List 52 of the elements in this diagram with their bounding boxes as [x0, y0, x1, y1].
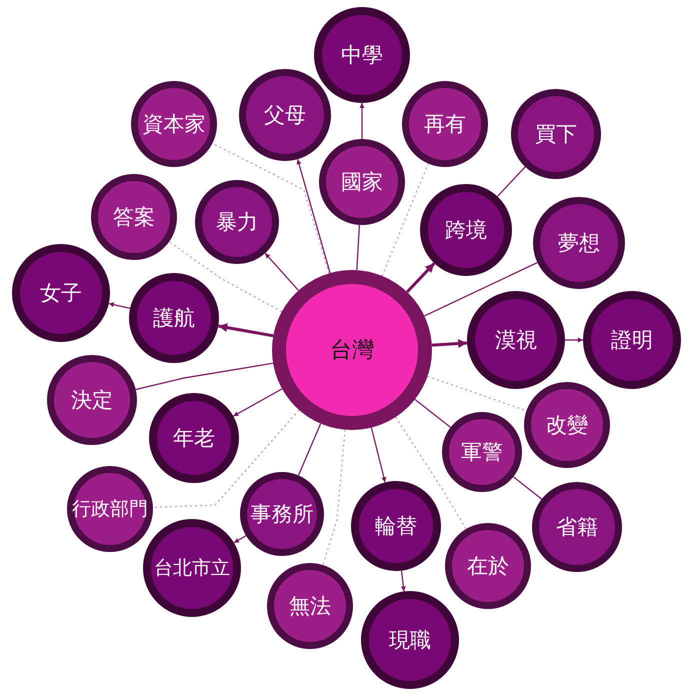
node-label: 台北市立 — [154, 556, 230, 581]
connector-line — [395, 416, 466, 530]
node-label: 輪替 — [375, 513, 417, 540]
connector-line — [136, 362, 274, 390]
connector-line — [152, 410, 300, 508]
node-label: 跨境 — [445, 217, 487, 244]
node-label: 暴力 — [216, 209, 258, 236]
node-label: 改變 — [546, 412, 588, 439]
arrow — [400, 570, 406, 592]
node-label: 現職 — [389, 627, 431, 654]
node-label: 中學 — [341, 42, 383, 69]
node-label: 再有 — [424, 111, 466, 138]
arrow — [406, 262, 436, 294]
connector-line — [356, 224, 360, 270]
connector-line — [414, 398, 451, 428]
node-label: 台灣 — [330, 337, 374, 365]
node-label: 漠視 — [495, 327, 537, 354]
node-label: 女子 — [40, 280, 82, 307]
connector-line — [168, 241, 282, 312]
arrow — [108, 302, 130, 309]
node-label: 軍警 — [461, 439, 503, 466]
node-label: 證明 — [611, 327, 653, 354]
node-label: 答案 — [113, 204, 155, 231]
connector-line — [513, 476, 542, 500]
arrow — [264, 252, 299, 291]
arrow — [296, 159, 331, 274]
node-label: 決定 — [71, 387, 113, 414]
node-label: 父母 — [264, 102, 306, 129]
connector-line — [497, 166, 526, 197]
connector-line — [427, 376, 527, 412]
node-label: 省籍 — [556, 514, 598, 541]
arrow — [218, 323, 274, 338]
arrow — [233, 388, 282, 417]
node-label: 護航 — [153, 305, 195, 332]
connector-line — [424, 262, 538, 316]
connector-line — [298, 423, 322, 476]
arrow — [370, 427, 386, 482]
node-label: 行政部門 — [72, 497, 148, 522]
node-label: 事務所 — [250, 501, 314, 528]
connector-line — [322, 429, 346, 566]
arrow — [234, 535, 246, 544]
node-label: 資本家 — [142, 111, 206, 138]
arrow — [360, 103, 364, 139]
node-label: 國家 — [341, 169, 383, 196]
node-label: 年老 — [173, 425, 215, 452]
connector-line — [382, 163, 429, 276]
node-label: 無法 — [289, 593, 331, 620]
node-label: 在於 — [467, 553, 509, 580]
node-label: 買下 — [535, 121, 577, 148]
arrow — [432, 339, 468, 348]
arrow — [565, 338, 583, 342]
node-label: 夢想 — [558, 230, 600, 257]
